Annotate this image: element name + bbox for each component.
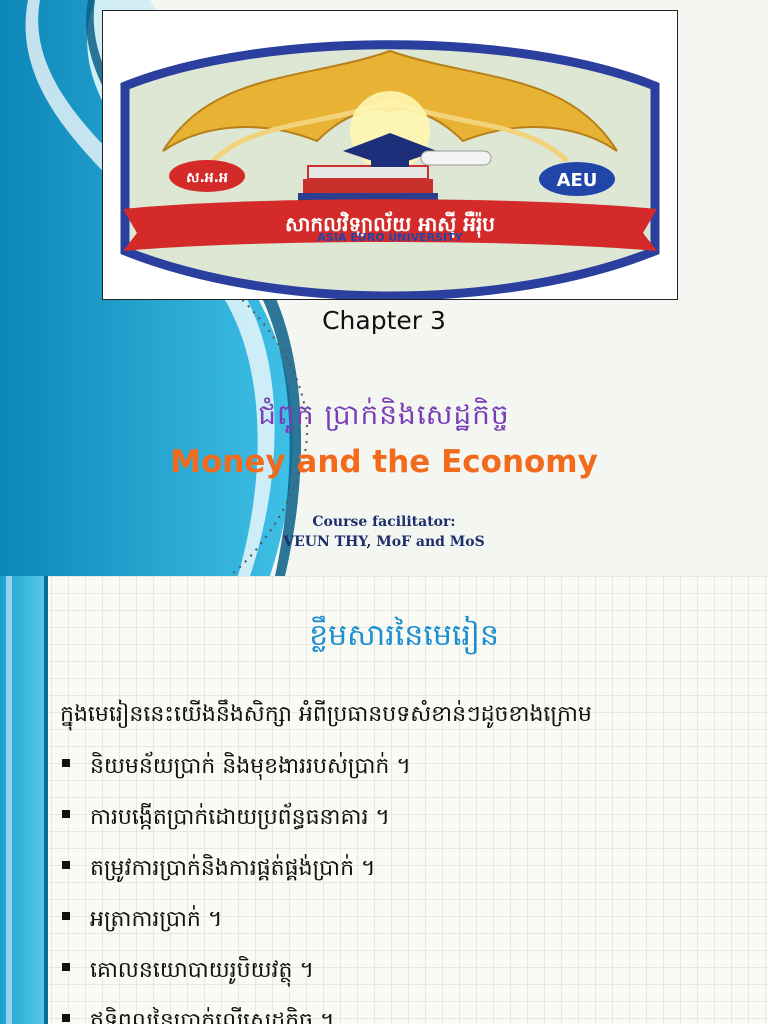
list-item: តម្រូវការប្រាក់និងការផ្គត់ផ្គង់ប្រាក់ ។	[60, 854, 411, 905]
list-item: ការបង្កើតប្រាក់ដោយប្រព័ន្ធធនាគារ ។	[60, 803, 411, 854]
decorative-side-bar	[0, 576, 48, 1024]
left-badge-text: ស.អ.អ	[186, 170, 228, 186]
university-name-text: ASIA EURO UNIVERSITY	[317, 231, 463, 244]
right-badge-text: AEU	[557, 170, 598, 191]
topic-list: និយមន័យប្រាក់ និងមុខងាររបស់ប្រាក់ ។ ការប…	[60, 752, 411, 1024]
bullet-icon	[62, 1014, 70, 1022]
contents-heading: ខ្លឹមសារនៃមេរៀន	[309, 618, 499, 653]
contents-slide: ខ្លឹមសារនៃមេរៀន ក្នុងមេរៀននេះយើងនឹងសិក្ស…	[0, 576, 768, 1024]
list-item-text: តម្រូវការប្រាក់និងការផ្គត់ផ្គង់ប្រាក់ ។	[90, 856, 376, 881]
bullet-icon	[62, 963, 70, 971]
bullet-icon	[62, 861, 70, 869]
title-slide: ស.អ.អ AEU សាកលវិទ្យាល័យ អាស៊ី អឺរ៉ុប ASI…	[0, 0, 768, 576]
english-title: Money and the Economy	[170, 444, 598, 480]
list-item-text: ឥទ្ធិពលនៃប្រាក់លើសេដ្ឋកិច្ច ។	[90, 1009, 335, 1024]
khmer-title: ជំពូក ប្រាក់និងសេដ្ឋកិច្ច	[258, 398, 510, 431]
list-item-text: ការបង្កើតប្រាក់ដោយប្រព័ន្ធធនាគារ ។	[90, 805, 390, 830]
list-item-text: គោលនយោបាយរូបិយវត្ថុ ។	[90, 958, 314, 983]
facilitator-label: Course facilitator:	[312, 514, 456, 530]
list-item-text: និយមន័យប្រាក់ និងមុខងាររបស់ប្រាក់ ។	[90, 754, 411, 779]
university-logo: ស.អ.អ AEU សាកលវិទ្យាល័យ អាស៊ី អឺរ៉ុប ASI…	[102, 10, 678, 300]
bullet-icon	[62, 759, 70, 767]
bullet-icon	[62, 810, 70, 818]
list-item: ឥទ្ធិពលនៃប្រាក់លើសេដ្ឋកិច្ច ។	[60, 1007, 411, 1024]
list-item-text: អត្រាការប្រាក់ ។	[90, 907, 223, 932]
chapter-label: Chapter 3	[322, 306, 446, 335]
list-item: អត្រាការប្រាក់ ។	[60, 905, 411, 956]
khmer-banner-text: សាកលវិទ្យាល័យ អាស៊ី អឺរ៉ុប	[285, 211, 495, 238]
list-item: និយមន័យប្រាក់ និងមុខងាររបស់ប្រាក់ ។	[60, 752, 411, 803]
intro-text: ក្នុងមេរៀននេះយើងនឹងសិក្សា អំពីប្រធានបទសំ…	[60, 702, 592, 727]
list-item: គោលនយោបាយរូបិយវត្ថុ ។	[60, 956, 411, 1007]
bullet-icon	[62, 912, 70, 920]
facilitator-name: VEUN THY, MoF and MoS	[283, 534, 485, 550]
facilitator-block: Course facilitator: VEUN THY, MoF and Mo…	[0, 512, 768, 552]
